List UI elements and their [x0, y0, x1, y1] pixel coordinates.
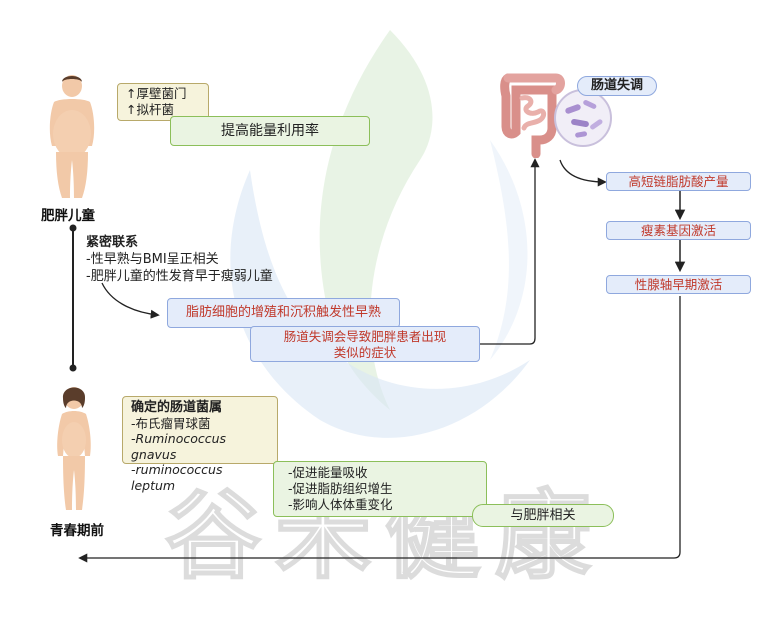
phyla-box: ↑厚壁菌门 ↑拟杆菌: [117, 83, 209, 121]
adipocyte-box: 脂肪细胞的增殖和沉积触发性早熟: [167, 298, 400, 328]
curve-to-adipocyte: [101, 282, 160, 319]
phyla-bacteroidetes: ↑拟杆菌: [126, 102, 174, 117]
gonadal-axis-text: 性腺轴早期激活: [634, 276, 723, 292]
effect-weight-change: -影响人体体重变化: [288, 497, 393, 512]
genera-item-1: -布氏瘤胃球菌: [131, 415, 211, 431]
prepuberty-label: 青春期前: [50, 523, 104, 539]
energy-utilization-text: 提高能量利用率: [221, 123, 319, 139]
phyla-firmicutes: ↑厚壁菌门: [126, 86, 187, 101]
obese-child-figure-icon: [49, 75, 95, 198]
effect-adipose-proliferation: -促进脂肪组织增生: [288, 481, 393, 496]
connection-line-bmi: -性早熟与BMI呈正相关: [86, 252, 219, 267]
gut-dysbiosis-label: 肠道失调: [590, 78, 643, 93]
obesity-related-text: 与肥胖相关: [510, 507, 576, 523]
link-dot-bottom: [69, 364, 77, 372]
genera-box: 确定的肠道菌属 -布氏瘤胃球菌 -Ruminococcus gnavus -ru…: [122, 396, 278, 493]
leptin-box: 瘦素基因激活: [606, 221, 751, 240]
line-to-gut: [480, 158, 540, 345]
effect-energy-absorption: -促进能量吸收: [288, 465, 368, 480]
effects-box: -促进能量吸收 -促进脂肪组织增生 -影响人体体重变化: [273, 461, 487, 517]
intestine-icon: [500, 73, 565, 158]
dysbiosis-symptom-line1: 肠道失调会导致肥胖患者出现: [283, 329, 447, 344]
scfa-text: 高短链脂肪酸产量: [628, 173, 729, 189]
adipocyte-text: 脂肪细胞的增殖和沉积触发性早熟: [185, 305, 381, 320]
leptin-text: 瘦素基因激活: [640, 222, 716, 238]
energy-utilization-box: 提高能量利用率: [170, 116, 370, 146]
dysbiosis-symptom-box: 肠道失调会导致肥胖患者出现 类似的症状: [250, 326, 480, 362]
bacteria-magnifier-icon: [554, 89, 612, 147]
gut-dysbiosis-label-box: 肠道失调: [577, 76, 657, 96]
gonadal-axis-box: 性腺轴早期激活: [606, 275, 751, 294]
scfa-box: 高短链脂肪酸产量: [606, 172, 751, 191]
close-connection-block: 紧密联系 -性早熟与BMI呈正相关 -肥胖儿童的性发育早于瘦弱儿童: [86, 234, 273, 285]
link-dot-top: [69, 224, 77, 232]
close-connection-title: 紧密联系: [86, 235, 139, 250]
genera-title: 确定的肠道菌属: [131, 400, 223, 415]
prepuberty-child-figure-icon: [57, 387, 91, 510]
dysbiosis-symptom-line2: 类似的症状: [333, 345, 397, 360]
curve-to-scfa: [559, 159, 607, 187]
connection-line-development: -肥胖儿童的性发育早于瘦弱儿童: [86, 269, 273, 284]
genera-item-2: -Ruminococcus gnavus: [131, 431, 227, 462]
obese-child-label: 肥胖儿童: [41, 208, 95, 224]
genera-item-3: -ruminococcus leptum: [131, 462, 223, 493]
obesity-related-box: 与肥胖相关: [472, 504, 614, 527]
line-back-to-prepuberty: [78, 296, 681, 563]
